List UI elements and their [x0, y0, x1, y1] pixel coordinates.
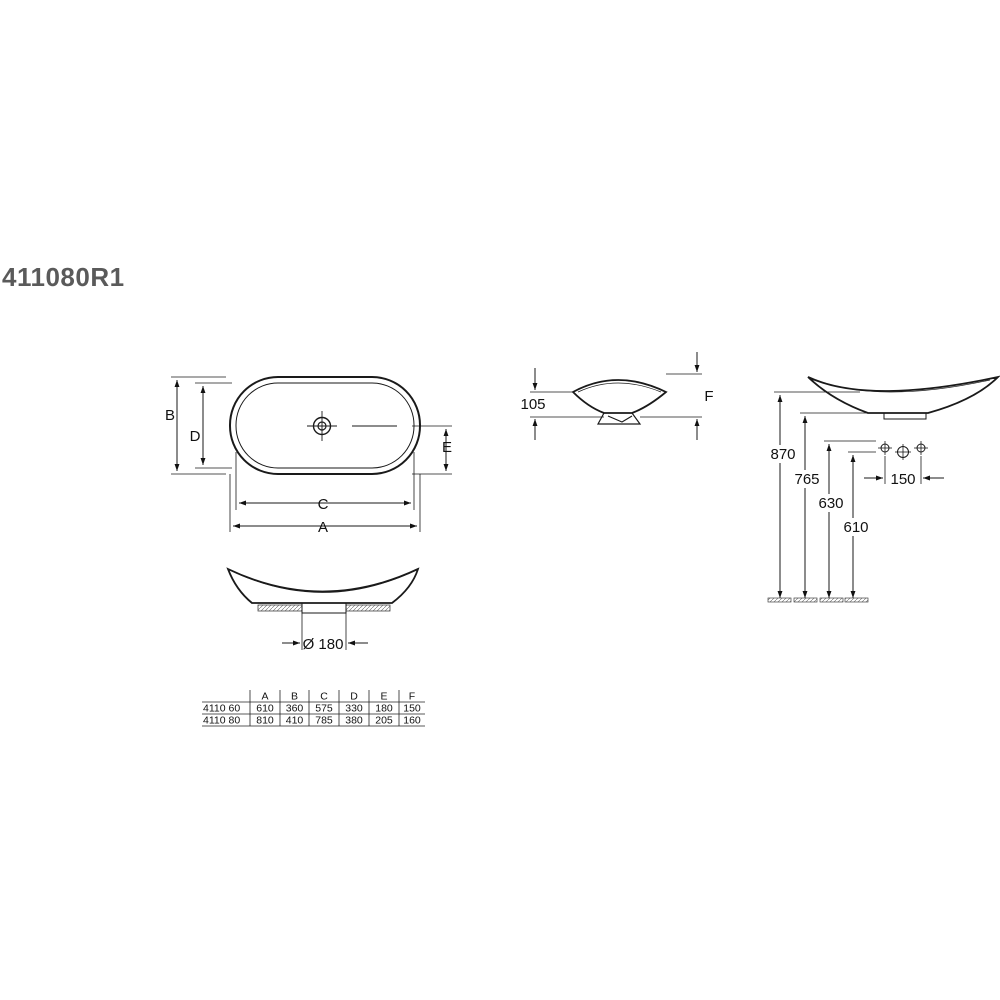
front-view: Ø 180 — [226, 567, 420, 653]
table-cell: 785 — [315, 715, 333, 727]
table-cell: 575 — [315, 703, 333, 715]
floor-block — [793, 597, 818, 603]
dim-150-label: 150 — [890, 471, 915, 488]
table-model-cell: 4110 60 — [203, 703, 240, 715]
table-model-cell: 4110 80 — [203, 715, 240, 727]
dim-610-label: 610 — [843, 519, 868, 536]
install-drain — [883, 412, 927, 420]
dim-b-label: B — [165, 407, 175, 424]
drain-diameter-label: Ø 180 — [303, 636, 344, 653]
countertop-section-right — [345, 604, 391, 612]
dim-765-label: 765 — [794, 471, 819, 488]
basin-front-profile — [226, 567, 420, 604]
installation-view: 870 765 630 610 150 — [767, 375, 1000, 603]
table-cell: 205 — [375, 715, 393, 727]
table-header-cell: C — [320, 691, 328, 703]
table-header-cell: B — [291, 691, 298, 703]
dim-e-label: E — [442, 439, 452, 456]
dimension-table: A B C D E F 4110 60 610 360 575 330 180 150 4110 80 81… — [202, 690, 425, 727]
tap-connection-icon — [878, 441, 892, 455]
table-cell: 360 — [286, 703, 304, 715]
product-code-title: 411080R1 — [2, 262, 125, 292]
floor-block — [767, 597, 792, 603]
top-view: B D E C A — [165, 376, 452, 536]
table-cell: 810 — [256, 715, 274, 727]
dim-630-label: 630 — [818, 495, 843, 512]
table-header-cell: D — [350, 691, 358, 703]
table-cell: 410 — [286, 715, 304, 727]
dim-f-label: F — [704, 388, 713, 405]
dim-a-label: A — [318, 519, 328, 536]
table-cell: 150 — [403, 703, 421, 715]
dim-870-label: 870 — [770, 446, 795, 463]
table-header-cell: F — [409, 691, 415, 703]
floor-block — [844, 597, 869, 603]
table-header-cell: A — [261, 691, 268, 703]
table-cell: 180 — [375, 703, 393, 715]
drain-cutout — [301, 602, 347, 614]
tap-connection-icon — [895, 444, 911, 460]
table-cell: 330 — [345, 703, 363, 715]
floor-block — [819, 597, 844, 603]
dim-105-label: 105 — [520, 396, 545, 413]
dim-d-label: D — [190, 428, 201, 445]
basin-side-profile — [571, 379, 668, 414]
side-view: 105 F — [520, 352, 714, 440]
tap-connection-icon — [914, 441, 928, 455]
basin-outline-outer — [229, 376, 421, 475]
table-cell: 160 — [403, 715, 421, 727]
basin-install-profile — [807, 375, 1000, 414]
table-cell: 380 — [345, 715, 363, 727]
basin-outline-inner — [235, 382, 415, 469]
dim-c-label: C — [318, 496, 329, 513]
table-header-cell: E — [380, 691, 387, 703]
basin-foot — [596, 412, 642, 425]
countertop-section-left — [257, 604, 303, 612]
table-cell: 610 — [256, 703, 274, 715]
